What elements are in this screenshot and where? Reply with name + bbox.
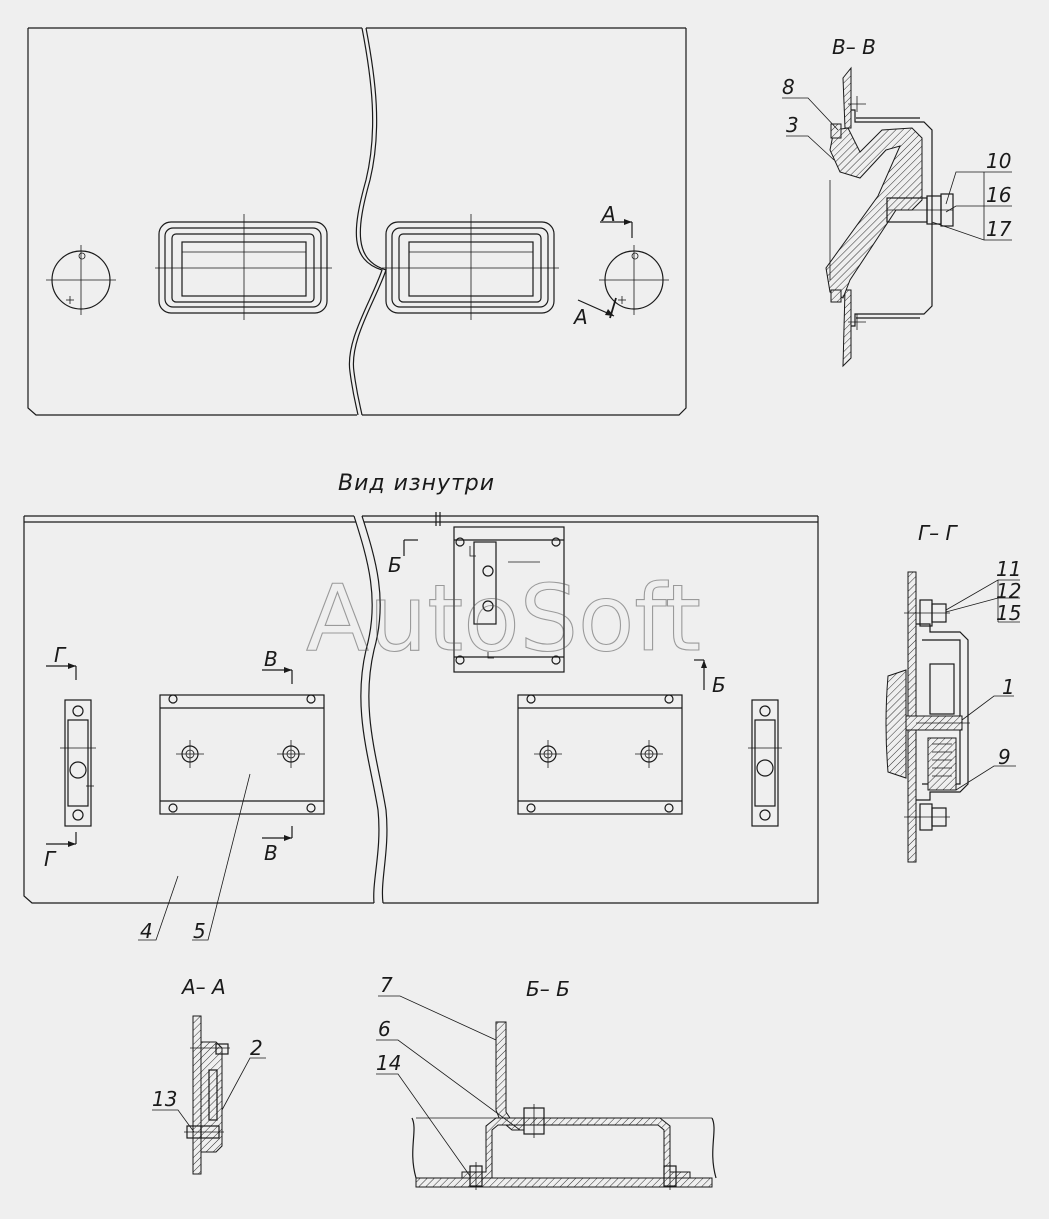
cut-line-g: Г Г (44, 643, 77, 871)
cut-line-v: В В (262, 647, 293, 865)
cut-line-b: Б Б (388, 539, 726, 697)
section-aa: А– А 2 13 (152, 975, 266, 1175)
cut-marker-b-top: Б (388, 553, 402, 577)
section-gg: Г– Г 11 12 15 1 9 (885, 521, 1021, 863)
callout-16: 16 (986, 183, 1011, 207)
section-gg-title: Г– Г (918, 521, 959, 545)
callout-12: 12 (996, 579, 1021, 603)
callout-4: 4 (140, 919, 153, 943)
callout-1: 1 (1002, 675, 1015, 699)
cut-marker-a-bottom: А (572, 305, 588, 329)
callout-6: 6 (378, 1017, 391, 1041)
section-vv: В– В 8 3 10 16 17 (782, 35, 1012, 368)
round-hole-left (46, 245, 116, 315)
callout-10: 10 (986, 149, 1011, 173)
callout-2: 2 (250, 1036, 263, 1060)
mounting-plate-left (159, 694, 325, 815)
latch-right (748, 699, 782, 827)
callout-9: 9 (998, 745, 1011, 769)
callout-17: 17 (986, 217, 1012, 241)
callout-7: 7 (380, 973, 393, 997)
outer-panel-view: А А (27, 27, 687, 416)
bracket-top (453, 526, 565, 673)
section-bb: Б– Б 7 6 14 (376, 973, 717, 1190)
section-bb-title: Б– Б (526, 977, 570, 1001)
cut-marker-a-top: А (600, 202, 616, 226)
cut-marker-v-top: В (264, 647, 278, 671)
callout-11: 11 (996, 557, 1021, 581)
watermark: AutoSoft (306, 565, 701, 672)
callout-3: 3 (786, 113, 799, 137)
mounting-plate-right (517, 694, 683, 815)
view-label-inside: Вид изнутри (338, 471, 495, 496)
section-vv-title: В– В (832, 35, 876, 59)
window-right (382, 214, 559, 320)
cut-marker-v-bottom: В (264, 841, 278, 865)
inner-panel-view: Г Г В В Б Б 4 5 (23, 512, 819, 943)
cut-marker-g-top: Г (54, 643, 67, 667)
round-hole-right (599, 245, 669, 315)
callout-15: 15 (996, 601, 1021, 625)
callout-14: 14 (376, 1051, 401, 1075)
callout-13: 13 (152, 1087, 177, 1111)
section-aa-title: А– А (180, 975, 226, 999)
callout-8: 8 (782, 75, 795, 99)
window-left (155, 214, 332, 320)
cut-marker-b-right: Б (712, 673, 726, 697)
latch-left (60, 699, 96, 827)
cut-marker-g-bottom: Г (44, 847, 57, 871)
callout-5: 5 (193, 919, 206, 943)
cut-line-a: А А (572, 202, 633, 329)
